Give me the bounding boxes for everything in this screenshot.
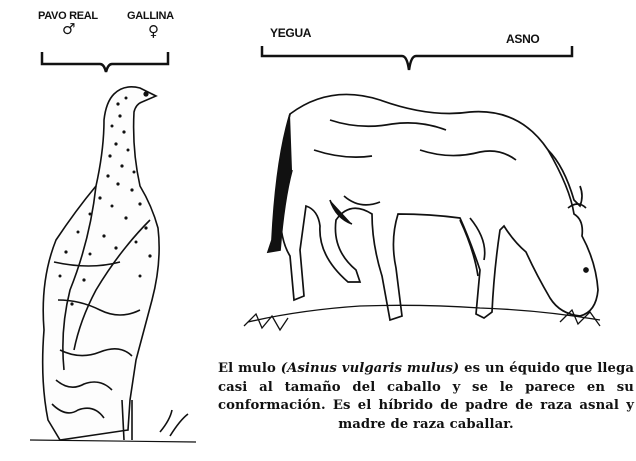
caption-text: El mulo (Asinus vulgaris mulus) es un éq… [218, 360, 634, 434]
bird-illustration [30, 87, 196, 442]
caption-species: (Asinus vulgaris mulus) [281, 361, 460, 376]
mule-illustration [244, 94, 600, 330]
brace-bird [42, 52, 168, 72]
brace-mule [262, 46, 572, 70]
caption-part1: El mulo [218, 361, 281, 376]
